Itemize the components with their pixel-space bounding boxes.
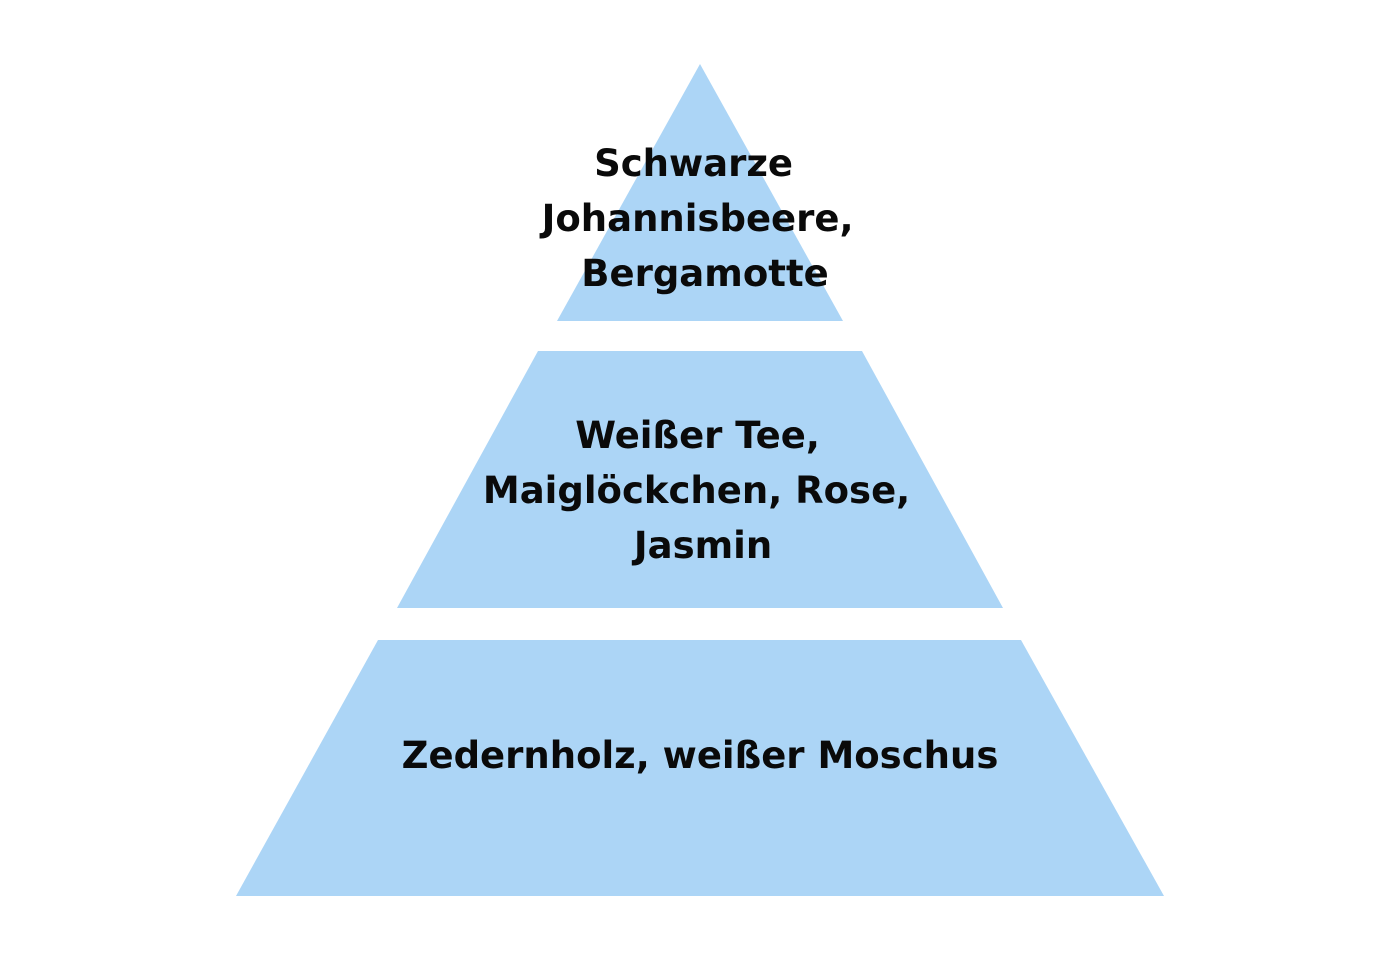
tier-top-line-1: Schwarze bbox=[594, 142, 793, 185]
tier-middle-line-1: Weißer Tee, bbox=[575, 414, 820, 457]
tier-top-line-3: Bergamotte bbox=[581, 252, 828, 295]
tier-top-line-2: Johannisbeere, bbox=[539, 197, 854, 240]
tier-top-label: Schwarze Johannisbeere, Bergamotte bbox=[539, 142, 867, 295]
tier-middle-label: Weißer Tee, Maiglöckchen, Rose, Jasmin bbox=[483, 414, 923, 567]
tier-middle-line-3: Jasmin bbox=[631, 524, 772, 567]
tier-base-label: Zedernholz, weißer Moschus bbox=[402, 734, 999, 777]
tier-base-shape bbox=[236, 640, 1164, 896]
tier-middle: Weißer Tee, Maiglöckchen, Rose, Jasmin bbox=[397, 351, 1003, 608]
tier-base-line-1: Zedernholz, weißer Moschus bbox=[402, 734, 999, 777]
tier-top: Schwarze Johannisbeere, Bergamotte bbox=[539, 64, 867, 321]
tier-middle-line-2: Maiglöckchen, Rose, bbox=[483, 469, 910, 512]
tier-middle-shape bbox=[397, 351, 1003, 608]
tier-base: Zedernholz, weißer Moschus bbox=[236, 640, 1164, 896]
tier-top-shape bbox=[557, 64, 843, 321]
